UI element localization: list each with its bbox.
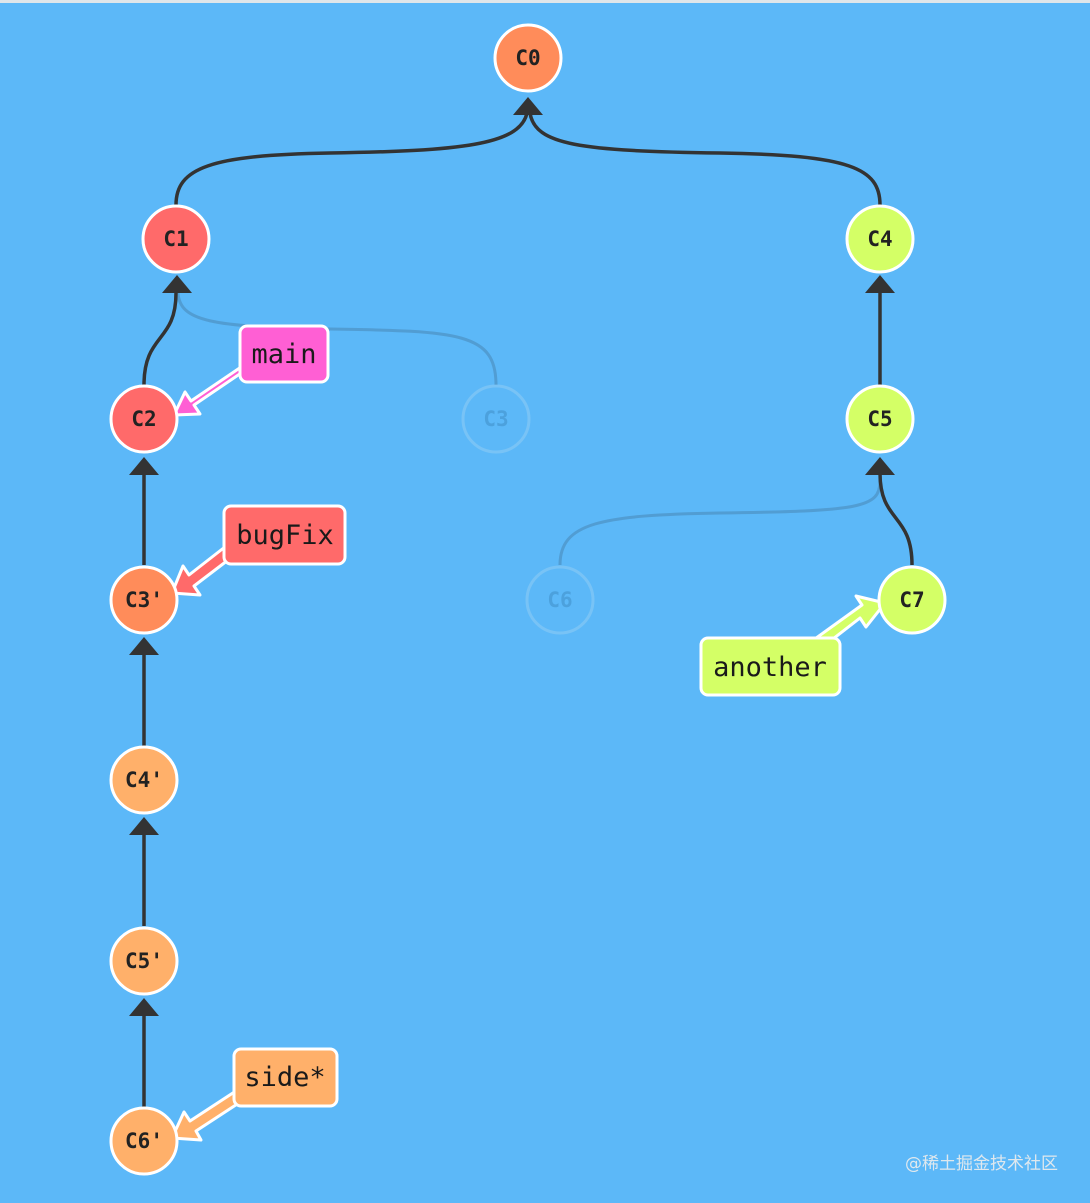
commit-label: C2 [131, 407, 156, 431]
commit-label: C1 [163, 227, 188, 251]
commit-c0[interactable]: C0 [493, 23, 563, 93]
commit-label: C3 [483, 407, 508, 431]
branch-label: another [713, 652, 827, 683]
commit-c4[interactable]: C4 [845, 204, 915, 274]
edge-c7-c5 [878, 472, 914, 566]
arrowhead-c4p [129, 817, 159, 835]
arrowhead-c5p [129, 998, 159, 1016]
branch-main[interactable]: main [238, 324, 330, 384]
commit-label: C4' [125, 768, 163, 792]
edge-c3-c1 [176, 292, 498, 386]
arrowhead-c1 [162, 275, 192, 293]
arrowhead-c5 [865, 457, 895, 475]
watermark: @稀土掘金技术社区 [905, 1154, 1058, 1174]
ghost-edges [176, 292, 882, 566]
commit-c4-prime[interactable]: C4' [109, 745, 179, 815]
commit-c6-ghost: C6 [525, 565, 595, 635]
commit-c2[interactable]: C2 [109, 384, 179, 454]
branch-arrows [170, 361, 887, 1142]
commit-label: C6' [125, 1129, 163, 1153]
commit-c5-prime[interactable]: C5' [109, 926, 179, 996]
another-arrow [810, 594, 887, 651]
commit-label: C5 [867, 407, 892, 431]
commit-label: C7 [899, 588, 924, 612]
edge-c2-c1 [142, 292, 178, 386]
arrowhead-c3p [129, 637, 159, 655]
edge-c6-c5 [558, 480, 882, 566]
arrowheads [129, 97, 895, 1016]
arrowhead-c2 [129, 457, 159, 475]
branch-another[interactable]: another [699, 636, 842, 697]
branch-label: main [251, 339, 316, 370]
edge-c4-c0 [528, 112, 882, 206]
commit-label: C5' [125, 949, 163, 973]
branch-side[interactable]: side* [232, 1047, 339, 1108]
commit-label: C4 [867, 227, 892, 251]
commit-label: C0 [515, 46, 540, 70]
branch-bugfix[interactable]: bugFix [222, 504, 347, 566]
commit-c3-prime[interactable]: C3' [109, 565, 179, 635]
branch-label: side* [244, 1062, 325, 1093]
commit-label: C3' [125, 588, 163, 612]
commit-label: C6 [547, 588, 572, 612]
arrowhead-c4 [865, 275, 895, 293]
arrowhead-c0 [513, 97, 543, 115]
branch-label: bugFix [236, 520, 334, 551]
commit-c3-ghost: C3 [461, 384, 531, 454]
commit-c7[interactable]: C7 [877, 565, 947, 635]
commit-c5[interactable]: C5 [845, 384, 915, 454]
commit-c6-prime[interactable]: C6' [109, 1106, 179, 1176]
edge-c1-c0 [174, 112, 529, 206]
edges [142, 112, 914, 1107]
commit-c1[interactable]: C1 [141, 204, 211, 274]
git-graph: C0 C1 C2 C3 C3' C4' C5' C6' C4 C5 C6 [109, 23, 1058, 1176]
